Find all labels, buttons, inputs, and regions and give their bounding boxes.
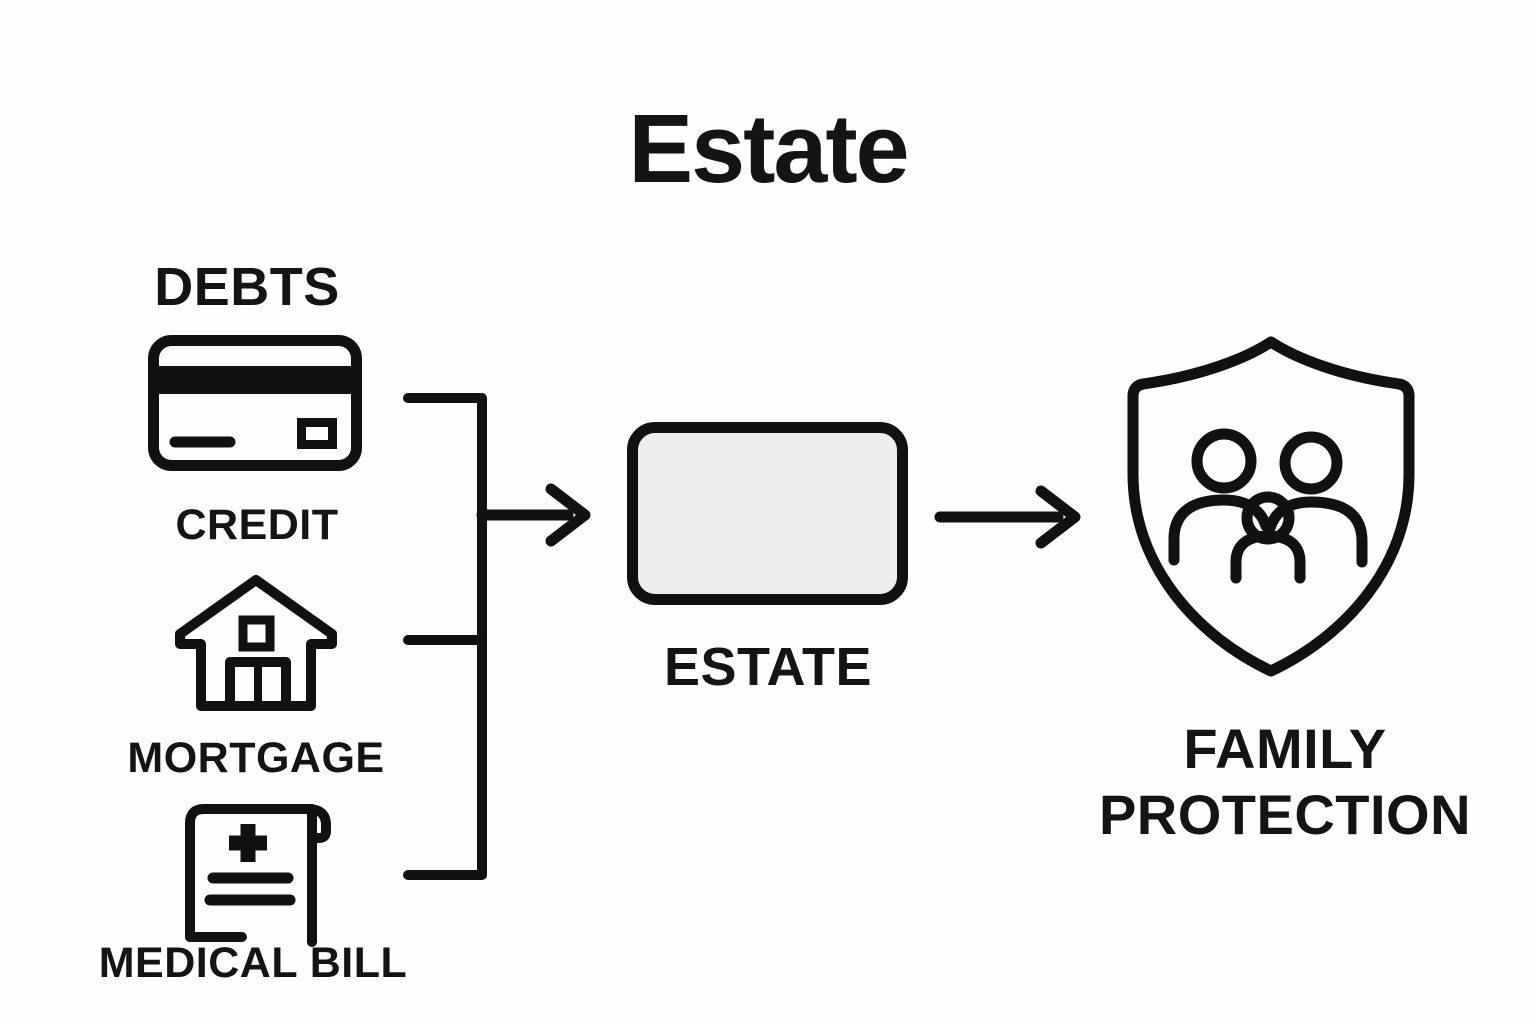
debts-group-label: DEBTS — [154, 257, 340, 317]
house-icon — [175, 575, 337, 711]
credit-item-label: CREDIT — [175, 501, 339, 549]
medical-bill-icon — [185, 804, 331, 947]
estate-box — [627, 422, 908, 605]
bracket-debts-connector — [403, 393, 487, 880]
arrow-estate-to-protection — [934, 485, 1081, 549]
medical-bill-item-label: MEDICAL BILL — [98, 939, 408, 987]
arrow-debts-to-estate — [476, 483, 591, 547]
family-shield-icon — [1127, 336, 1415, 677]
family-protection-label: FAMILY PROTECTION — [1099, 716, 1471, 848]
family-icon — [1168, 428, 1368, 584]
credit-card-icon — [148, 335, 362, 471]
family-protection-line2: PROTECTION — [1098, 783, 1472, 847]
family-protection-line1: FAMILY — [1183, 717, 1387, 780]
page-title: Estate — [628, 94, 909, 203]
estate-node-label: ESTATE — [663, 637, 873, 697]
mortgage-item-label: MORTGAGE — [127, 734, 385, 782]
